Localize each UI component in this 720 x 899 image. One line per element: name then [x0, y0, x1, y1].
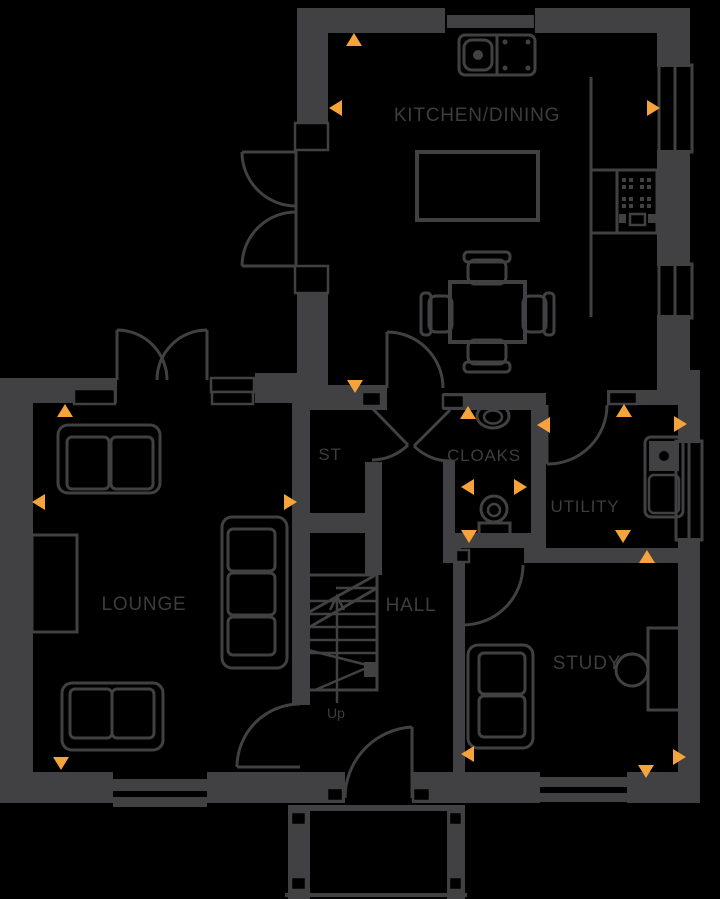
marker-triangle-left-icon	[537, 417, 550, 433]
sofa-right	[220, 515, 289, 670]
kitchen-side-window-1	[657, 63, 694, 154]
marker-triangle-down-icon	[615, 530, 631, 543]
study-furniture	[466, 626, 685, 750]
marker-triangle-right-icon	[284, 494, 297, 510]
marker-triangle-down-icon	[461, 530, 477, 543]
room-labels: KITCHEN/DINING ST CLOAKS UTILITY LOUNGE …	[101, 105, 621, 721]
marker-triangle-up-icon	[616, 404, 632, 417]
marker-triangle-down-icon	[53, 757, 69, 770]
room-label-hall: HALL	[386, 595, 437, 616]
dining-chair-bottom	[462, 338, 512, 374]
kitchen-island	[415, 150, 540, 222]
cloaks-fixtures	[475, 402, 512, 544]
porch-column-left	[288, 805, 310, 899]
marker-triangle-left-icon	[329, 100, 342, 116]
lounge-window	[113, 779, 207, 791]
room-label-utility: UTILITY	[551, 497, 620, 516]
kitchen-fixtures	[415, 33, 659, 317]
room-label-lounge: LOUNGE	[101, 594, 186, 615]
marker-triangle-up-icon	[639, 550, 655, 563]
basin-icon	[475, 402, 511, 430]
kitchen-window	[447, 15, 534, 28]
front-door	[343, 725, 414, 799]
dining-chair-right	[521, 291, 556, 337]
utility-side-window	[674, 439, 704, 542]
dining-chair-left	[419, 291, 454, 337]
kitchen-patio-doors	[240, 150, 298, 268]
lounge-patio-doors	[115, 328, 209, 381]
study-sofa	[466, 643, 535, 750]
doors	[115, 150, 609, 799]
marker-triangle-down-icon	[347, 380, 363, 393]
marker-triangle-right-icon	[673, 749, 686, 765]
marker-triangle-right-icon	[674, 416, 687, 432]
walls	[0, 8, 700, 807]
marker-triangle-down-icon	[638, 765, 654, 778]
study-door	[461, 564, 525, 627]
stairs-up-label: Up	[327, 705, 345, 721]
marker-triangle-left-icon	[32, 494, 45, 510]
study-window	[540, 777, 627, 787]
counter	[589, 77, 617, 317]
utility-door	[545, 404, 609, 466]
desk-chair	[614, 652, 650, 688]
hob-icon	[615, 168, 659, 235]
marker-triangle-left-icon	[461, 479, 474, 495]
marker-triangle-left-icon	[461, 746, 474, 762]
window-frames	[657, 63, 704, 542]
stairs	[301, 573, 379, 703]
dimension-markers	[32, 33, 687, 778]
lounge-furniture	[30, 423, 289, 752]
dining-set	[419, 250, 556, 374]
dining-table	[448, 280, 527, 344]
marker-triangle-up-icon	[346, 33, 362, 46]
lounge-hall-door	[235, 702, 301, 769]
sofa-bottom	[60, 681, 165, 752]
sofa-top	[56, 423, 162, 495]
washing-machine-icon	[643, 435, 685, 519]
marker-triangle-up-icon	[460, 406, 476, 419]
room-label-cloaks: CLOAKS	[447, 446, 521, 465]
door-jambs	[72, 121, 639, 803]
sink-icon	[457, 33, 537, 77]
cloaks-door	[412, 408, 452, 463]
toilet-icon	[477, 494, 512, 544]
desk	[646, 626, 685, 712]
room-label-store: ST	[318, 445, 341, 464]
dining-chair-top	[462, 250, 512, 286]
porch-column-right	[447, 805, 465, 899]
kitchen-side-window-2	[657, 262, 694, 320]
marker-triangle-right-icon	[647, 100, 660, 116]
porch	[285, 805, 467, 899]
marker-triangle-right-icon	[514, 479, 527, 495]
room-label-kitchen-dining: KITCHEN/DINING	[394, 105, 560, 126]
up-arrow-icon	[328, 593, 346, 703]
utility-fixtures	[643, 435, 685, 519]
chimney-breast	[30, 533, 79, 634]
room-label-study: STUDY	[553, 653, 621, 674]
newel-post	[364, 662, 378, 677]
marker-triangle-up-icon	[57, 404, 73, 417]
kitchen-hall-door	[385, 330, 445, 389]
store-door	[370, 406, 410, 462]
